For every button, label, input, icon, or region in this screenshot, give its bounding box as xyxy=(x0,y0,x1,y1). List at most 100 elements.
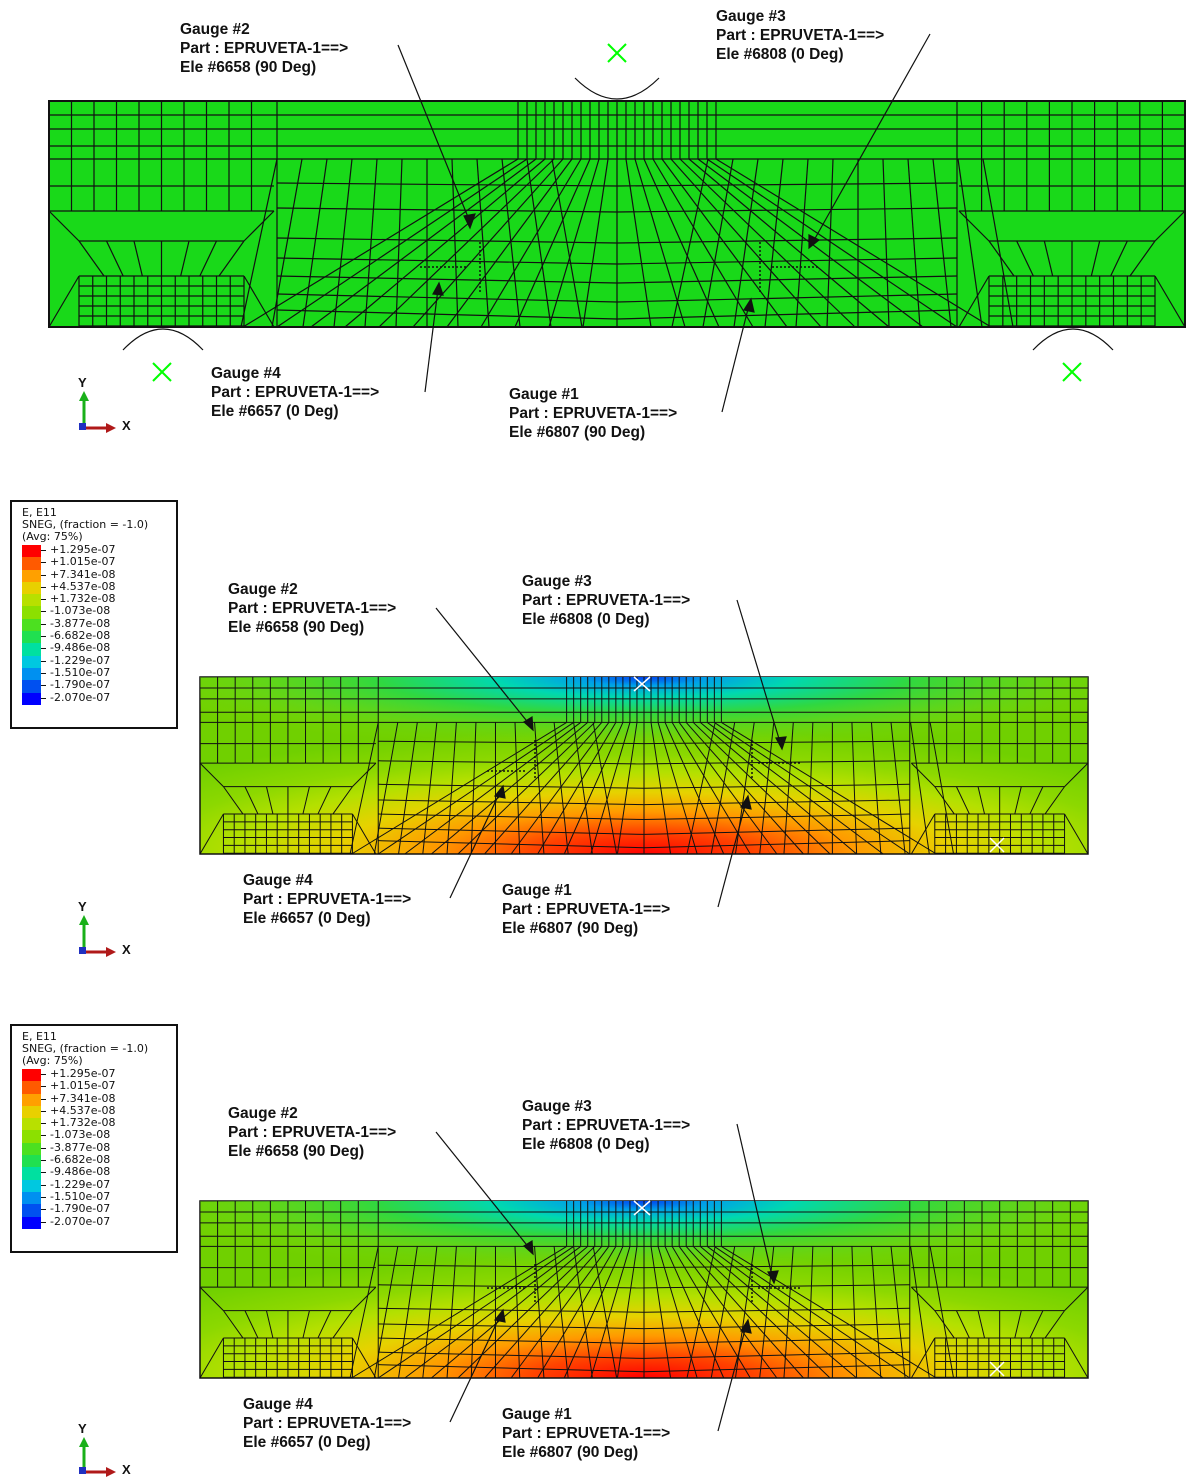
legend-scale: +1.295e-07+1.015e-07+7.341e-08+4.537e-08… xyxy=(22,1068,176,1229)
mesh-line xyxy=(910,1286,936,1311)
mesh-line xyxy=(714,722,911,855)
mesh-line xyxy=(422,722,438,855)
mesh-line xyxy=(1064,762,1089,787)
mesh-line xyxy=(484,1246,603,1379)
legend-tick xyxy=(41,1172,46,1174)
legend-value: +7.341e-08 xyxy=(50,567,116,581)
gauge2-part: Part : EPRUVETA-1==> xyxy=(180,40,349,57)
support-marker-top xyxy=(633,1200,651,1216)
legend-tick xyxy=(41,1184,46,1186)
axis-triad: Y X xyxy=(72,373,142,438)
gauge1-element: Ele #6807 (90 Deg) xyxy=(502,920,639,937)
mesh-line xyxy=(643,1284,910,1289)
axis-arrows xyxy=(79,1437,116,1477)
legend-tick xyxy=(41,648,46,650)
mesh-line xyxy=(929,722,955,855)
mesh-line xyxy=(514,1246,521,1379)
gauge-symbols xyxy=(420,242,818,292)
legend-value: +7.341e-08 xyxy=(50,1091,116,1105)
legend-swatch xyxy=(22,1081,41,1094)
legend-row: +4.537e-08 xyxy=(22,580,176,595)
legend-value: +1.732e-08 xyxy=(50,592,116,606)
mesh-line xyxy=(616,237,958,244)
mesh-line xyxy=(1044,1310,1065,1339)
mesh-line xyxy=(446,722,457,855)
mesh-line xyxy=(1029,786,1044,815)
mesh-line xyxy=(377,722,574,855)
mesh-line xyxy=(807,1246,814,1379)
mesh-line xyxy=(910,722,930,855)
mesh-line xyxy=(431,1246,589,1379)
mesh-line xyxy=(643,1323,910,1330)
mesh-line xyxy=(243,275,275,328)
support-marker-right xyxy=(989,1361,1005,1377)
mesh-line xyxy=(955,786,970,815)
legend-tick xyxy=(41,623,46,625)
legend-row: +1.295e-07 xyxy=(22,543,176,558)
mesh-line xyxy=(643,1337,910,1345)
mesh-line xyxy=(643,740,910,745)
gauge4-element: Ele #6657 (0 Deg) xyxy=(211,403,339,420)
legend-row: +7.341e-08 xyxy=(22,567,176,582)
legend-tick xyxy=(41,697,46,699)
mesh-line xyxy=(907,158,921,328)
mesh-line xyxy=(514,722,521,855)
mesh-line xyxy=(351,1337,377,1379)
support-marker-right xyxy=(989,837,1005,853)
legend-swatch xyxy=(22,1204,41,1217)
legend-swatch xyxy=(22,1069,41,1082)
legend-value: +1.732e-08 xyxy=(50,1116,116,1130)
support-marker-right xyxy=(1062,362,1082,382)
gauge4-element: Ele #6657 (0 Deg) xyxy=(243,910,371,927)
legend-value: -9.486e-08 xyxy=(50,641,111,655)
mesh-line xyxy=(932,158,952,328)
legend-swatch xyxy=(22,1155,41,1168)
mesh-line xyxy=(351,1245,567,1379)
mesh-line xyxy=(199,1286,224,1311)
gauge3-element: Ele #6808 (0 Deg) xyxy=(522,611,650,628)
legend-value: +1.295e-07 xyxy=(50,543,116,556)
mesh-line xyxy=(378,799,645,806)
mesh-line xyxy=(378,783,645,789)
mesh-line xyxy=(707,722,884,855)
mesh-line xyxy=(244,1310,259,1339)
mesh-line xyxy=(643,813,910,821)
gauge4-title: Gauge #4 xyxy=(211,365,281,382)
mesh-line xyxy=(1090,240,1101,277)
mesh-line xyxy=(377,1246,574,1379)
mesh-line xyxy=(378,740,645,745)
legend-row: -1.790e-07 xyxy=(22,679,176,693)
mesh-line xyxy=(276,293,618,303)
panel-contour-1: E, E11 SNEG, (fraction = -1.0) (Avg: 75%… xyxy=(0,500,1186,970)
mesh-line xyxy=(243,210,275,242)
support-marker-top xyxy=(633,676,651,692)
mesh-line xyxy=(988,240,1015,277)
mesh-line xyxy=(643,158,720,328)
mesh-line xyxy=(710,1246,736,1379)
mesh-line xyxy=(910,1337,936,1379)
mesh-line xyxy=(1064,1286,1089,1311)
support-marker-left xyxy=(152,362,172,382)
gauge3-title: Gauge #3 xyxy=(522,573,592,590)
gauge2-title: Gauge #2 xyxy=(228,1105,298,1122)
legend-row: +1.015e-07 xyxy=(22,556,176,570)
legend-swatch xyxy=(22,1216,41,1229)
mesh-line xyxy=(851,1246,858,1379)
mesh-line xyxy=(526,158,552,328)
gauge2-part: Part : EPRUVETA-1==> xyxy=(228,1124,397,1141)
mesh-line xyxy=(310,158,537,328)
mesh-line xyxy=(710,722,736,855)
mesh-line xyxy=(398,722,418,855)
legend-tick xyxy=(41,1110,46,1112)
legend-row: +1.015e-07 xyxy=(22,1080,176,1094)
legend-value: -9.486e-08 xyxy=(50,1165,111,1179)
mesh-line xyxy=(302,1310,310,1339)
mesh-line xyxy=(910,762,936,787)
mesh-line xyxy=(715,158,992,328)
gauge4-part: Part : EPRUVETA-1==> xyxy=(243,1415,412,1432)
legend-value: +4.537e-08 xyxy=(50,1103,116,1117)
legend-swatch xyxy=(22,655,41,668)
